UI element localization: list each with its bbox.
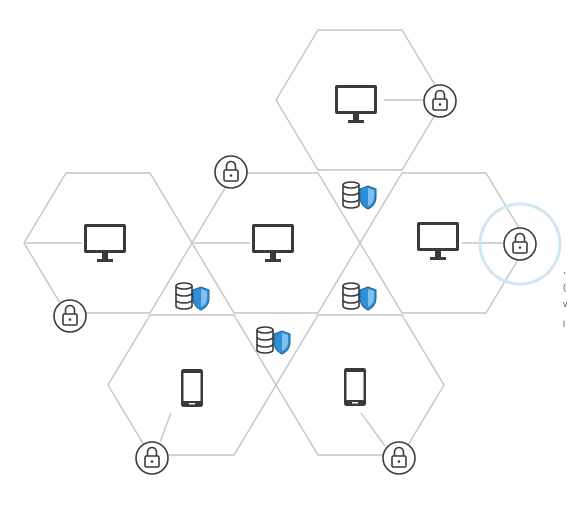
clipped-text-fragment: , xyxy=(563,265,566,275)
clipped-text-fragment: v xyxy=(563,299,567,309)
database-shield-icon xyxy=(256,326,291,355)
monitor-icon xyxy=(84,224,126,262)
database-shield-icon xyxy=(175,282,210,311)
database-shield-icon xyxy=(342,282,377,311)
padlock-icon[interactable] xyxy=(214,155,248,189)
highlight-ring xyxy=(478,202,562,286)
clipped-text-fragment: l xyxy=(563,319,565,329)
phone-icon xyxy=(181,369,203,407)
clipped-text-fragment: ( xyxy=(563,282,566,292)
monitor-icon xyxy=(417,222,459,260)
phone-icon xyxy=(344,368,366,406)
padlock-icon[interactable] xyxy=(423,84,457,118)
connector-lines xyxy=(26,99,503,447)
monitor-icon xyxy=(252,224,294,262)
padlock-icon[interactable] xyxy=(53,299,87,333)
padlock-icon[interactable] xyxy=(503,227,537,261)
database-shield-icon xyxy=(342,181,377,210)
hex-bottom-right xyxy=(275,314,445,456)
padlock-icon[interactable] xyxy=(135,441,169,475)
monitor-icon xyxy=(335,85,377,123)
padlock-icon[interactable] xyxy=(382,441,416,475)
